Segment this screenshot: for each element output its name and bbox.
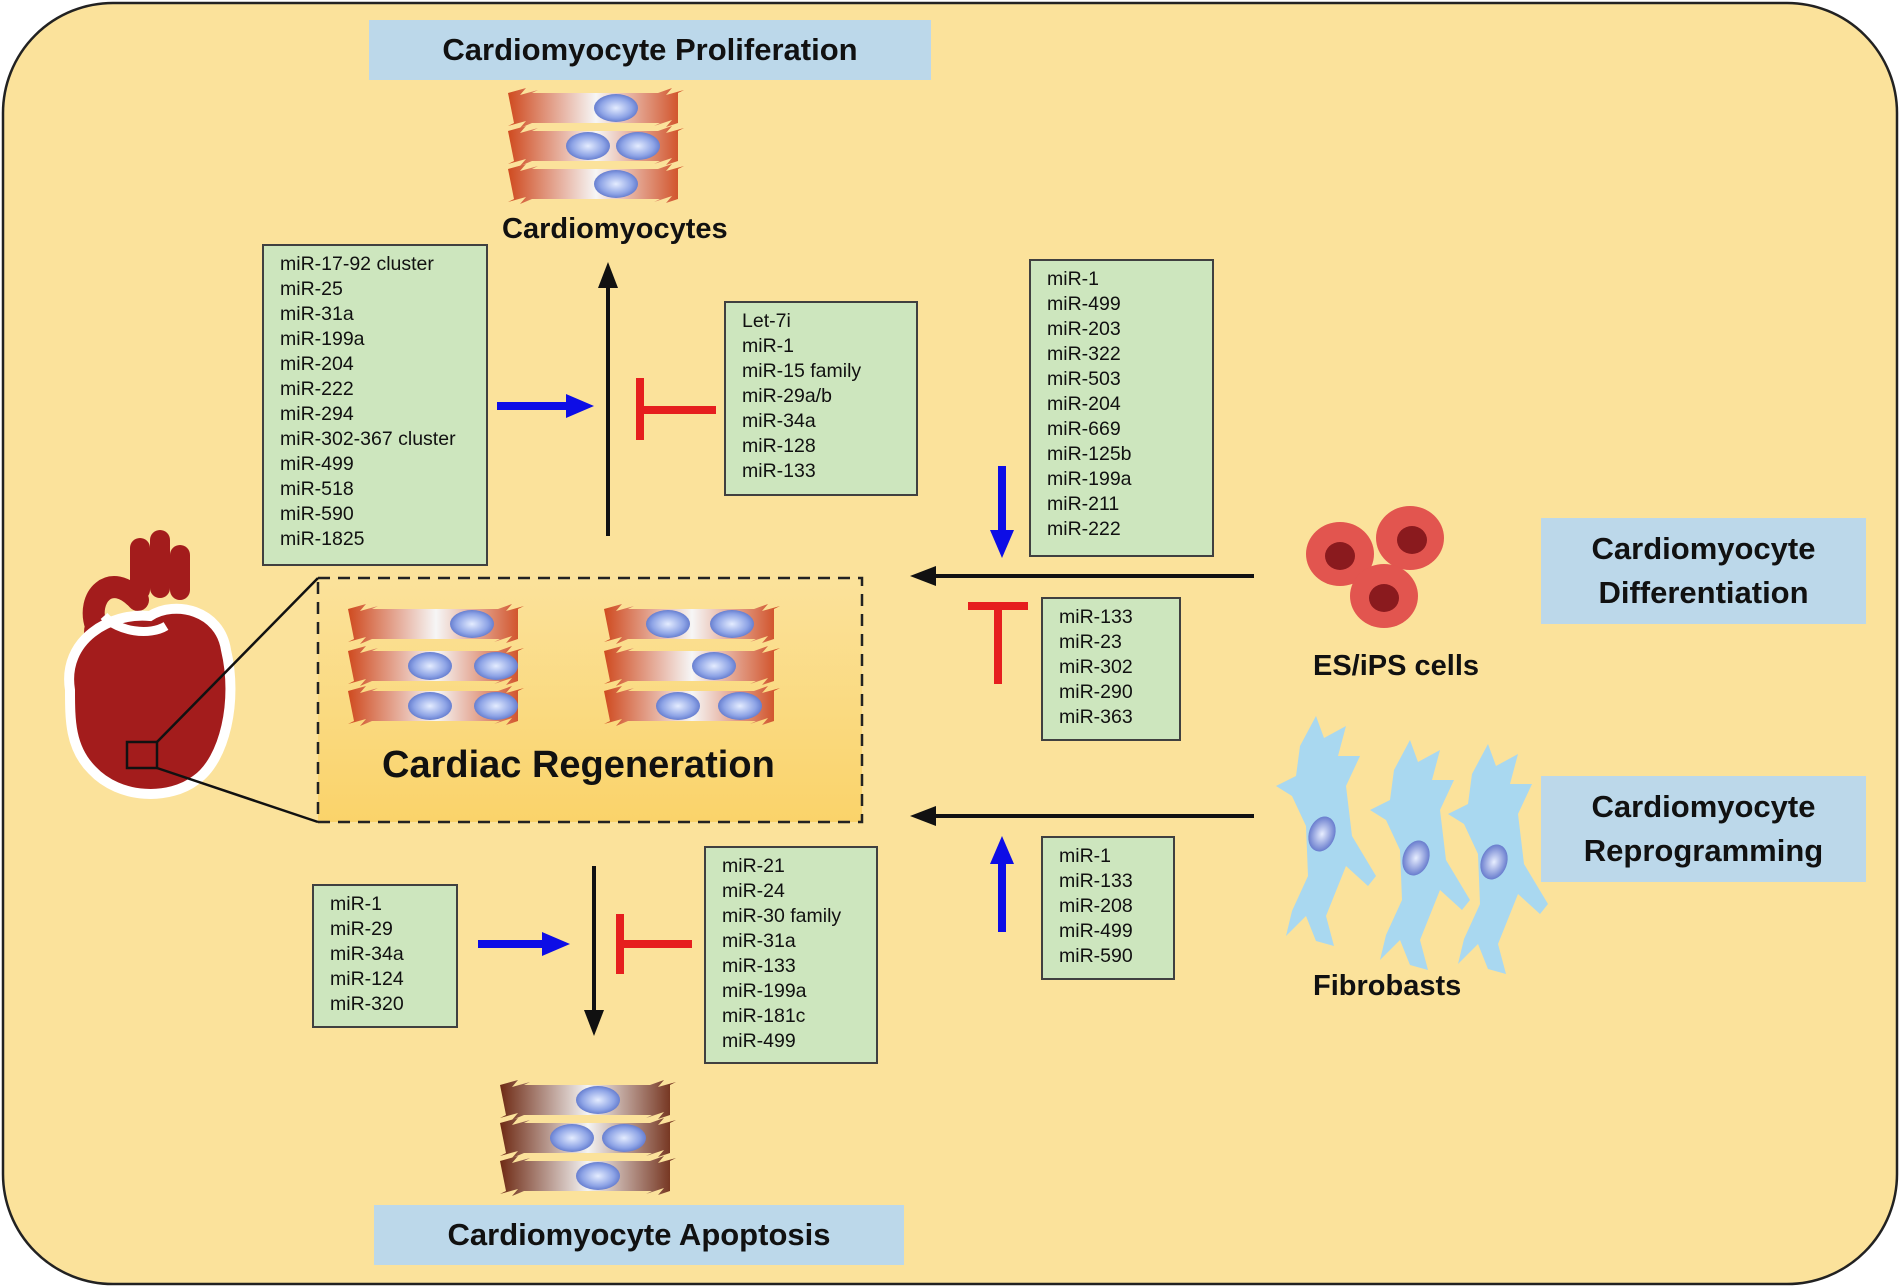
mirna-item: miR-133 [1059,606,1133,628]
mirna-item: miR-363 [1059,706,1133,728]
mirna-item: miR-199a [280,328,365,350]
differentiation-label: Cardiomyocyte Differentiation [1541,518,1866,624]
mirna-item: miR-17-92 cluster [280,253,434,275]
proliferation-label-text: Cardiomyocyte Proliferation [442,32,858,67]
mirna-item: miR-204 [280,353,354,375]
reprogramming-label-line2: Reprogramming [1583,833,1824,868]
mirna-item: miR-322 [1047,343,1121,365]
mirna-item: miR-21 [722,855,785,877]
mirna-item: miR-133 [1059,870,1133,892]
mirna-item: miR-128 [742,435,816,457]
mirna-item: miR-125b [1047,443,1132,465]
mirna-item: miR-124 [330,968,404,990]
mirna-list-apoptosis-promote: miR-1 miR-29 miR-34a miR-124 miR-320 [312,884,458,1028]
mirna-item: miR-1 [742,335,794,357]
mirna-item: miR-222 [280,378,354,400]
mirna-list-differentiation-inhibit: miR-133 miR-23 miR-302 miR-290 miR-363 [1041,597,1181,741]
mirna-item: miR-24 [722,880,785,902]
mirna-list-apoptosis-inhibit: miR-21 miR-24 miR-30 family miR-31a miR-133 m… [704,846,878,1064]
mirna-item: Let-7i [742,310,791,332]
mirna-item: miR-23 [1059,631,1122,653]
mirna-item: miR-29a/b [742,385,832,407]
mirna-item: miR-499 [1047,293,1121,315]
apoptosis-label-text: Cardiomyocyte Apoptosis [447,1217,831,1252]
cardiac-regeneration-label: Cardiac Regeneration [382,744,775,786]
mirna-item: miR-208 [1059,895,1133,917]
mirna-item: miR-590 [280,503,354,525]
mirna-item: miR-669 [1047,418,1121,440]
mirna-item: miR-211 [1047,493,1120,515]
mirna-list-differentiation-promote: miR-1 miR-499 miR-203 miR-322 miR-503 miR-204… [1029,259,1214,557]
mirna-item: miR-302 [1059,656,1133,678]
mirna-item: miR-29 [330,918,393,940]
mirna-list-proliferation-promote: miR-17-92 cluster miR-25 miR-31a miR-199a mi… [262,244,488,566]
differentiation-label-line2: Differentiation [1598,575,1809,610]
reprogramming-label: Cardiomyocyte Reprogramming [1541,776,1866,882]
mirna-item: miR-133 [722,955,796,977]
mirna-item: miR-499 [280,453,354,475]
mirna-item: miR-30 family [722,905,842,927]
mirna-item: miR-1 [1047,268,1099,290]
mirna-item: miR-199a [722,980,807,1002]
mirna-item: miR-503 [1047,368,1121,390]
mirna-item: miR-294 [280,403,354,425]
mirna-item: miR-499 [1059,920,1133,942]
mirna-item: miR-25 [280,278,343,300]
reprogramming-label-line1: Cardiomyocyte [1591,789,1816,824]
mirna-item: miR-34a [330,943,404,965]
differentiation-label-line1: Cardiomyocyte [1591,531,1816,566]
heart-icon [64,530,236,799]
mirna-item: miR-222 [1047,518,1121,540]
mirna-item: miR-1 [330,893,382,915]
mirna-list-proliferation-inhibit: Let-7i miR-1 miR-15 family miR-29a/b miR-34a… [724,301,918,496]
mirna-item: miR-31a [722,930,796,952]
proliferation-label: Cardiomyocyte Proliferation [369,20,931,80]
mirna-item: miR-199a [1047,468,1132,490]
mirna-item: miR-590 [1059,945,1133,967]
mirna-item: miR-499 [722,1030,796,1052]
mirna-item: miR-133 [742,460,816,482]
es-ips-cells-label: ES/iPS cells [1313,650,1480,682]
cardiomyocytes-label: Cardiomyocytes [502,213,728,245]
mirna-item: miR-320 [330,993,404,1015]
mirna-item: miR-31a [280,303,354,325]
mirna-item: miR-34a [742,410,816,432]
mirna-item: miR-290 [1059,681,1133,703]
apoptosis-label: Cardiomyocyte Apoptosis [374,1205,904,1265]
es-ips-cells-icon [1306,506,1444,628]
mirna-item: miR-181c [722,1005,806,1027]
fibroblasts-label: Fibrobasts [1313,970,1462,1002]
mirna-item: miR-204 [1047,393,1121,415]
mirna-item: miR-302-367 cluster [280,428,456,450]
mirna-item: miR-15 family [742,360,862,382]
mirna-item: miR-518 [280,478,354,500]
mirna-item: miR-1825 [280,528,365,550]
mirna-item: miR-203 [1047,318,1121,340]
mirna-item: miR-1 [1059,845,1111,867]
mirna-list-reprogramming-promote: miR-1 miR-133 miR-208 miR-499 miR-590 [1041,836,1175,980]
